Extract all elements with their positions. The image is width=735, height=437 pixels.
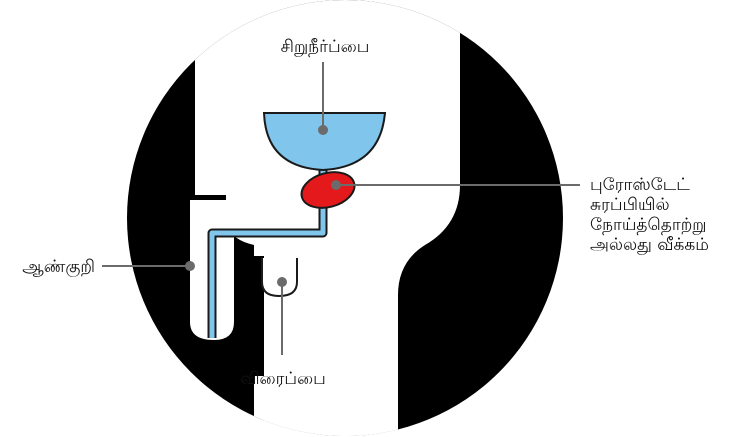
penis-pointer xyxy=(185,261,195,271)
bladder-pointer xyxy=(318,125,328,135)
prostate-pointer xyxy=(331,180,341,190)
testicles-icon xyxy=(261,258,298,298)
prostate-label-line-3: நோய்த்தொற்று xyxy=(590,215,706,235)
leg-gap xyxy=(234,256,264,376)
bladder-label: சிறுநீர்ப்பை xyxy=(281,37,370,57)
testicles-pointer xyxy=(277,277,287,287)
prostate-label-line-4: அல்லது வீக்கம் xyxy=(590,235,709,255)
prostate-icon xyxy=(300,171,356,209)
penis-label: ஆண்குறி xyxy=(22,257,95,277)
prostate-label-line-2: சுரப்பியில் xyxy=(590,195,670,215)
prostate-label-line-1: புரோஸ்டேட் xyxy=(590,175,690,195)
bladder-icon xyxy=(262,112,387,172)
testicles-label: விரைப்பை xyxy=(240,369,326,389)
